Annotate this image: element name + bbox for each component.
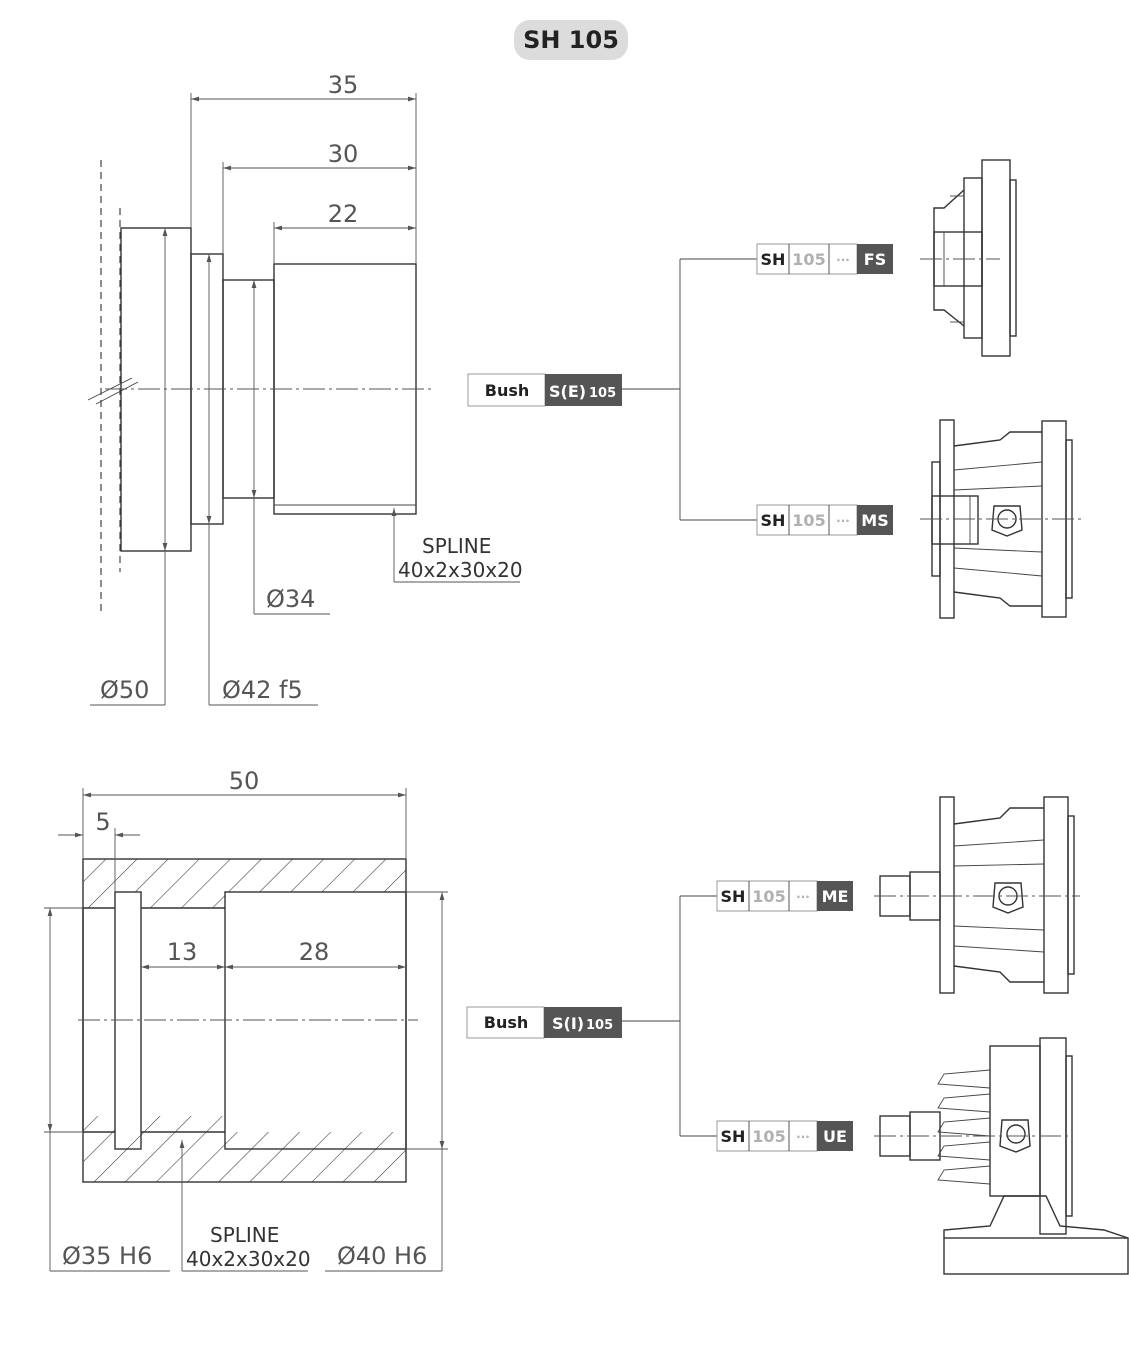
top-shaft-drawing xyxy=(87,93,520,706)
dim-35: 35 xyxy=(328,71,359,99)
dim-13: 13 xyxy=(167,938,198,966)
option-tag-me: SH 105 ··· ME xyxy=(716,880,853,912)
tag-suffix-ms: MS xyxy=(861,511,888,530)
tag-dots-ue: ··· xyxy=(796,1130,810,1144)
bush-label-bottom: Bush xyxy=(484,1013,529,1032)
product-me-illustration xyxy=(874,796,1080,994)
product-ms-illustration xyxy=(920,419,1082,619)
option-tag-fs: SH 105 ··· FS xyxy=(756,243,893,275)
bottom-tree-connectors xyxy=(622,895,717,1137)
tag-prefix-fs: SH xyxy=(761,250,786,269)
bush-code-top: S(E) xyxy=(549,382,586,401)
tag-num-fs: 105 xyxy=(792,250,825,269)
tag-dots-fs: ··· xyxy=(836,253,850,267)
bush-num-bottom: 105 xyxy=(586,1018,613,1033)
page-title: SH 105 xyxy=(514,20,628,60)
spline-label-top: SPLINE xyxy=(422,534,491,558)
tag-prefix-ue: SH xyxy=(721,1127,746,1146)
tag-num-me: 105 xyxy=(752,887,785,906)
product-ue-illustration xyxy=(874,1037,1129,1275)
dim-28: 28 xyxy=(299,938,330,966)
bush-tag-top: Bush S(E) 105 xyxy=(467,373,622,407)
dim-diameter-40-h6: Ø40 H6 xyxy=(337,1242,427,1270)
bottom-bush-drawing xyxy=(44,788,448,1272)
tag-dots-ms: ··· xyxy=(836,514,850,528)
tag-prefix-ms: SH xyxy=(761,511,786,530)
tag-suffix-ue: UE xyxy=(823,1127,847,1146)
tag-num-ue: 105 xyxy=(752,1127,785,1146)
dim-5: 5 xyxy=(95,808,110,836)
spline-spec-top: 40x2x30x20 xyxy=(398,558,523,582)
option-tag-ms: SH 105 ··· MS xyxy=(756,504,893,536)
bush-code-bottom: S(I) xyxy=(552,1014,584,1033)
tag-num-ms: 105 xyxy=(792,511,825,530)
dim-diameter-50: Ø50 xyxy=(100,676,149,704)
bush-label-top: Bush xyxy=(485,381,530,400)
dim-30: 30 xyxy=(328,140,359,168)
bush-num-top: 105 xyxy=(589,386,616,401)
product-fs-illustration xyxy=(920,159,1017,357)
tag-suffix-me: ME xyxy=(822,887,849,906)
dim-diameter-42-f5: Ø42 f5 xyxy=(222,676,303,704)
tag-dots-me: ··· xyxy=(796,890,810,904)
dim-diameter-35-h6: Ø35 H6 xyxy=(62,1242,152,1270)
dim-22: 22 xyxy=(328,200,359,228)
top-tree-connectors xyxy=(622,258,757,521)
spline-label-bottom: SPLINE xyxy=(210,1223,279,1247)
spline-spec-bottom: 40x2x30x20 xyxy=(186,1247,311,1271)
bush-tag-bottom: Bush S(I) 105 xyxy=(466,1006,622,1039)
tag-suffix-fs: FS xyxy=(864,250,886,269)
option-tag-ue: SH 105 ··· UE xyxy=(716,1120,853,1152)
tag-prefix-me: SH xyxy=(721,887,746,906)
dim-50: 50 xyxy=(229,767,260,795)
dim-diameter-34: Ø34 xyxy=(266,585,315,613)
